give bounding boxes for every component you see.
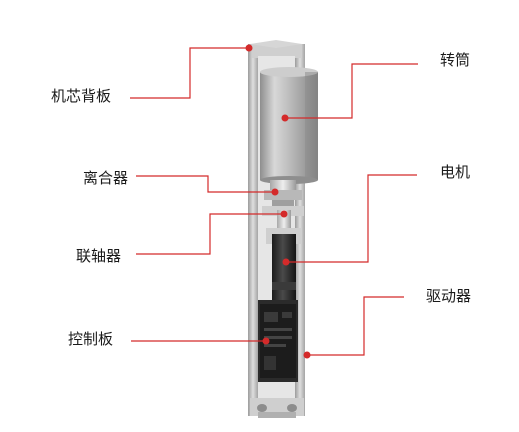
- label-motor: 电机: [440, 163, 471, 181]
- callout-lines: [130, 47, 418, 356]
- callout-drum-line: [285, 63, 418, 119]
- label-coupling: 联轴器: [76, 247, 122, 265]
- callout-motor-dot: [282, 258, 290, 266]
- base-bracket: [250, 398, 304, 418]
- callout-back-plate-line: [130, 47, 248, 99]
- callout-driver-dot: [303, 351, 311, 359]
- callout-back-plate-dot: [245, 44, 253, 52]
- label-back-plate: 机芯背板: [51, 87, 112, 105]
- label-clutch: 离合器: [83, 169, 129, 187]
- callout-motor-line: [286, 174, 417, 263]
- callout-driver-line: [308, 296, 404, 356]
- callout-clutch-dot: [271, 188, 279, 196]
- label-driver: 驱动器: [426, 287, 472, 305]
- label-control-board: 控制板: [68, 330, 114, 348]
- callout-board-dot: [262, 337, 270, 345]
- callout-coupling-dot: [280, 210, 288, 218]
- callout-dots: [245, 44, 311, 359]
- callout-drum-dot: [281, 114, 289, 122]
- motor: [266, 228, 302, 300]
- drum: [260, 67, 318, 184]
- clutch: [264, 180, 302, 206]
- callout-coupling-line: [136, 213, 283, 255]
- label-drum: 转筒: [440, 51, 471, 69]
- callout-clutch-line: [136, 175, 274, 193]
